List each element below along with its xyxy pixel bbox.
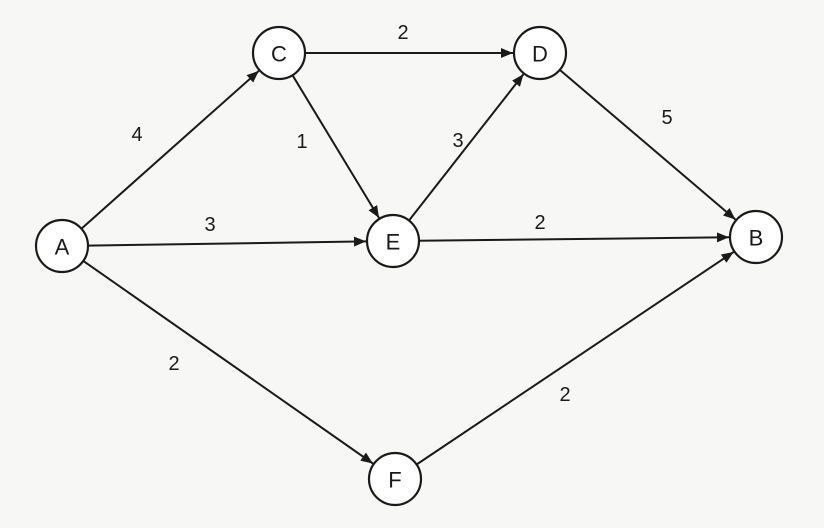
edge-a-c bbox=[80, 70, 260, 230]
edge-labels-layer: 4 3 2 2 1 3 2 5 2 bbox=[131, 22, 672, 406]
edges-layer bbox=[80, 48, 737, 466]
node-d: D bbox=[512, 25, 568, 81]
edge-e-d bbox=[408, 73, 525, 222]
node-circle-c bbox=[251, 25, 307, 81]
edge-c-e bbox=[291, 74, 380, 219]
edge-weight-d-b: 5 bbox=[661, 107, 672, 129]
edge-weight-e-b: 2 bbox=[534, 212, 545, 234]
node-label-e: E bbox=[386, 230, 401, 255]
edge-a-f bbox=[82, 260, 374, 465]
node-circle-e bbox=[365, 213, 421, 269]
edge-f-b bbox=[416, 251, 735, 466]
node-e: E bbox=[365, 213, 421, 269]
nodes-layer: A C D E F B bbox=[34, 25, 784, 507]
node-a: A bbox=[34, 218, 90, 274]
node-label-f: F bbox=[388, 468, 401, 493]
edge-weight-f-b: 2 bbox=[559, 384, 570, 406]
node-circle-f bbox=[367, 451, 423, 507]
edge-weight-a-c: 4 bbox=[131, 124, 142, 146]
node-c: C bbox=[251, 25, 307, 81]
edge-weight-c-d: 2 bbox=[397, 22, 408, 44]
node-circle-b bbox=[728, 209, 784, 265]
node-circle-a bbox=[34, 218, 90, 274]
edge-weight-c-e: 1 bbox=[296, 131, 307, 153]
node-circle-d bbox=[512, 25, 568, 81]
node-label-c: C bbox=[271, 42, 287, 67]
node-label-a: A bbox=[55, 235, 70, 260]
node-label-b: B bbox=[749, 226, 764, 251]
node-b: B bbox=[728, 209, 784, 265]
node-label-d: D bbox=[532, 42, 548, 67]
edge-weight-a-e: 3 bbox=[204, 214, 215, 236]
edge-a-e bbox=[87, 236, 367, 247]
edge-d-b bbox=[559, 69, 737, 221]
edge-weight-a-f: 2 bbox=[168, 353, 179, 375]
node-f: F bbox=[367, 451, 423, 507]
edge-weight-e-d: 3 bbox=[452, 130, 463, 152]
edge-e-b bbox=[418, 232, 730, 243]
